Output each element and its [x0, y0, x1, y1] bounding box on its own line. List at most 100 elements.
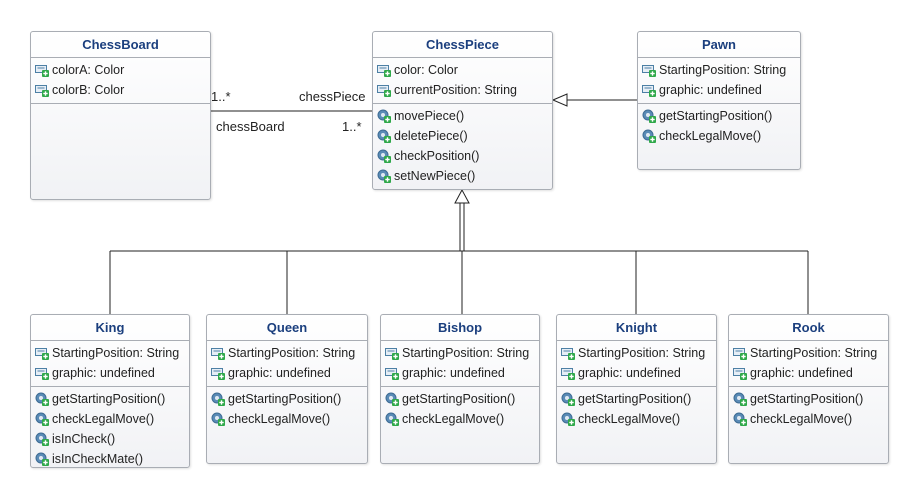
operation-row[interactable]: setNewPiece()	[373, 166, 552, 186]
field-icon	[733, 346, 747, 360]
operation-text: getStartingPosition()	[52, 392, 166, 406]
operation-row[interactable]: checkLegalMove()	[729, 409, 888, 429]
method-icon	[385, 412, 399, 426]
attribute-text: StartingPosition: String	[578, 346, 706, 360]
operation-text: getStartingPosition()	[578, 392, 692, 406]
field-icon	[733, 366, 747, 380]
class-name: Rook	[729, 315, 888, 341]
attribute-row[interactable]: StartingPosition: String	[381, 343, 539, 363]
field-icon	[642, 83, 656, 97]
field-icon	[211, 346, 225, 360]
attribute-row[interactable]: color: Color	[373, 60, 552, 80]
operation-row[interactable]: isInCheckMate()	[31, 449, 189, 469]
operation-row[interactable]: checkLegalMove()	[207, 409, 367, 429]
attribute-row[interactable]: graphic: undefined	[729, 363, 888, 383]
attribute-row[interactable]: currentPosition: String	[373, 80, 552, 100]
attribute-row[interactable]: graphic: undefined	[31, 363, 189, 383]
operation-text: isInCheck()	[52, 432, 116, 446]
attributes-compartment: StartingPosition: String graphic: undefin…	[381, 341, 539, 387]
operation-text: checkLegalMove()	[659, 129, 762, 143]
operation-row[interactable]: isInCheck()	[31, 429, 189, 449]
operation-text: isInCheckMate()	[52, 452, 143, 466]
attribute-row[interactable]: StartingPosition: String	[31, 343, 189, 363]
attribute-row[interactable]: graphic: undefined	[207, 363, 367, 383]
method-icon	[642, 129, 656, 143]
attribute-text: graphic: undefined	[659, 83, 762, 97]
method-icon	[377, 109, 391, 123]
operation-row[interactable]: deletePiece()	[373, 126, 552, 146]
attribute-text: colorB: Color	[52, 83, 125, 97]
attributes-compartment: StartingPosition: String graphic: undefin…	[31, 341, 189, 387]
class-name: Bishop	[381, 315, 539, 341]
operations-compartment: getStartingPosition() checkLegalMove() isI…	[31, 387, 189, 472]
method-icon	[733, 412, 747, 426]
operations-compartment: getStartingPosition() checkLegalMove()	[638, 104, 800, 149]
chesspiece-role-label: chessPiece	[299, 89, 366, 104]
attributes-compartment: color: Color currentPosition: String	[373, 58, 552, 104]
operation-row[interactable]: getStartingPosition()	[31, 389, 189, 409]
operation-row[interactable]: movePiece()	[373, 106, 552, 126]
operation-text: getStartingPosition()	[750, 392, 864, 406]
chesspiece-multiplicity-label: 1..*	[342, 119, 362, 134]
operation-row[interactable]: checkPosition()	[373, 146, 552, 166]
attribute-row[interactable]: StartingPosition: String	[638, 60, 800, 80]
attribute-row[interactable]: colorB: Color	[31, 80, 210, 100]
field-icon	[561, 346, 575, 360]
attribute-text: graphic: undefined	[750, 366, 853, 380]
attribute-row[interactable]: StartingPosition: String	[207, 343, 367, 363]
operation-text: deletePiece()	[394, 129, 468, 143]
operation-row[interactable]: checkLegalMove()	[638, 126, 800, 146]
operation-text: checkLegalMove()	[750, 412, 853, 426]
attribute-text: colorA: Color	[52, 63, 125, 77]
operation-row[interactable]: getStartingPosition()	[557, 389, 716, 409]
operations-compartment: getStartingPosition()checkLegalMove()	[381, 387, 539, 432]
operation-text: setNewPiece()	[394, 169, 476, 183]
attribute-text: StartingPosition: String	[402, 346, 530, 360]
attribute-row[interactable]: graphic: undefined	[557, 363, 716, 383]
attributes-compartment: StartingPosition: String graphic: undefin…	[729, 341, 888, 387]
operation-text: getStartingPosition()	[228, 392, 342, 406]
method-icon	[733, 392, 747, 406]
operation-row[interactable]: checkLegalMove()	[381, 409, 539, 429]
operation-row[interactable]: checkLegalMove()	[31, 409, 189, 429]
operation-text: checkLegalMove()	[228, 412, 331, 426]
operation-row[interactable]: getStartingPosition()	[729, 389, 888, 409]
field-icon	[385, 346, 399, 360]
method-icon	[561, 392, 575, 406]
class-chessboard[interactable]: ChessBoard colorA: Color colorB: Color	[30, 31, 211, 200]
operation-row[interactable]: getStartingPosition()	[207, 389, 367, 409]
operation-row[interactable]: getStartingPosition()	[381, 389, 539, 409]
field-icon	[642, 63, 656, 77]
pawn-generalization-arrowhead	[551, 93, 568, 107]
operation-text: checkPosition()	[394, 149, 480, 163]
attribute-row[interactable]: StartingPosition: String	[729, 343, 888, 363]
attribute-text: StartingPosition: String	[228, 346, 356, 360]
method-icon	[35, 392, 49, 406]
operation-text: checkLegalMove()	[578, 412, 681, 426]
operations-compartment: getStartingPosition() checkLegalMove()	[557, 387, 716, 432]
attribute-row[interactable]: colorA: Color	[31, 60, 210, 80]
class-name: ChessBoard	[31, 32, 210, 58]
attribute-row[interactable]: StartingPosition: String	[557, 343, 716, 363]
method-icon	[35, 452, 49, 466]
operation-row[interactable]: getStartingPosition()	[638, 106, 800, 126]
operation-text: movePiece()	[394, 109, 465, 123]
attribute-text: graphic: undefined	[52, 366, 155, 380]
chessboard-multiplicity-label: 1..*	[211, 89, 231, 104]
attribute-row[interactable]: graphic: undefined	[638, 80, 800, 100]
class-name: Knight	[557, 315, 716, 341]
field-icon	[35, 63, 49, 77]
attribute-row[interactable]: graphic: undefined	[381, 363, 539, 383]
attribute-text: graphic: undefined	[578, 366, 681, 380]
operation-row[interactable]: checkLegalMove()	[557, 409, 716, 429]
attribute-text: color: Color	[394, 63, 458, 77]
method-icon	[561, 412, 575, 426]
